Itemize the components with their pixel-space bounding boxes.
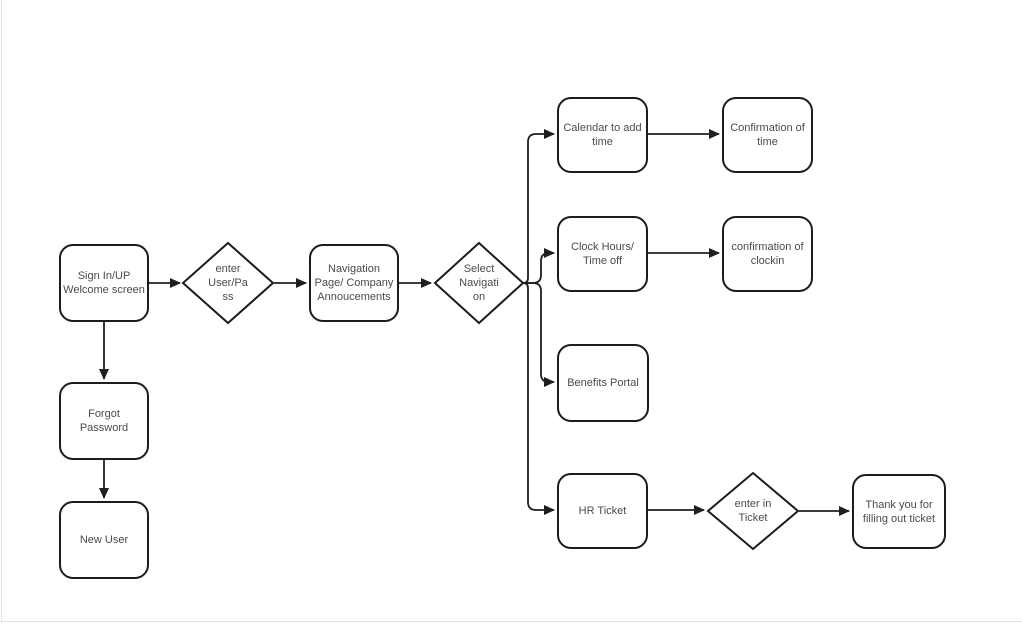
connector-select-to-hrticket[interactable] (522, 282, 555, 515)
hr-ticket-node[interactable] (557, 473, 648, 549)
confirmation-clockin-node[interactable] (722, 216, 813, 292)
connector-select-to-benefits[interactable] (523, 282, 555, 387)
signin-node[interactable] (59, 244, 149, 322)
confirmation-time-node[interactable] (722, 97, 813, 173)
connectors (99, 129, 850, 516)
enter-ticket-diamond[interactable] (706, 471, 800, 551)
navigation-node[interactable] (309, 244, 399, 322)
select-navigation-diamond[interactable] (433, 241, 525, 325)
canvas-boundary-left (1, 0, 2, 621)
forgot-password-node[interactable] (59, 382, 149, 460)
connector-select-to-calendar[interactable] (522, 129, 555, 284)
new-user-node[interactable] (59, 501, 149, 579)
benefits-portal-node[interactable] (557, 344, 649, 422)
enter-credentials-diamond[interactable] (181, 241, 275, 325)
thank-you-node[interactable] (852, 474, 946, 549)
calendar-node[interactable] (557, 97, 648, 173)
canvas-boundary-bottom (0, 621, 1022, 622)
clock-hours-node[interactable] (557, 216, 648, 292)
nodes (59, 97, 946, 579)
